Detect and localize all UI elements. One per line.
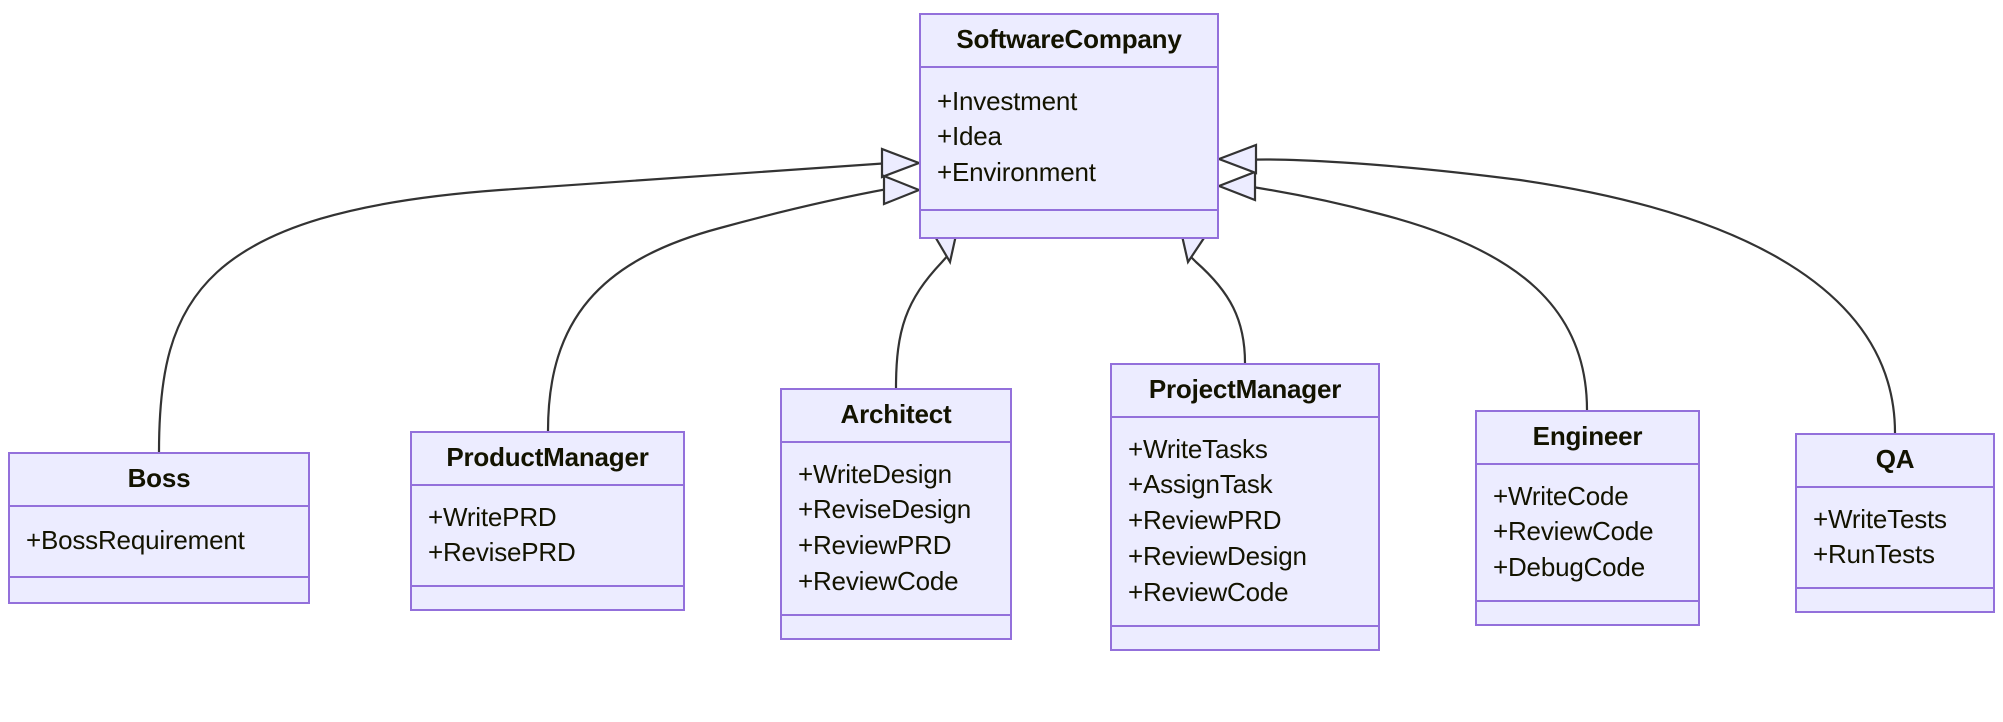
class-attributes-boss: +BossRequirement	[10, 507, 308, 579]
attribute-row: +AssignTask	[1128, 469, 1273, 500]
attribute-row: +RevisePRD	[428, 537, 576, 568]
attribute-row: +Investment	[937, 85, 1078, 116]
uml-class-qa[interactable]: QA +WriteTests +RunTests	[1795, 433, 1995, 614]
class-title-projectmanager: ProjectManager	[1112, 365, 1378, 418]
uml-class-productmanager[interactable]: ProductManager +WritePRD +RevisePRD	[410, 431, 685, 612]
attribute-row: +ReviewDesign	[1128, 541, 1307, 572]
class-attributes-softwarecompany: +Investment +Idea +Environment	[921, 68, 1217, 212]
uml-class-boss[interactable]: Boss +BossRequirement	[8, 452, 310, 605]
attribute-row: +RunTests	[1813, 539, 1935, 570]
class-title-boss: Boss	[10, 454, 308, 507]
attribute-row: +WriteDesign	[798, 458, 952, 489]
class-title-architect: Architect	[782, 390, 1010, 443]
edge-projectmanager-to-softwarecompany	[1186, 252, 1247, 365]
class-methods-engineer	[1477, 602, 1698, 624]
class-methods-boss	[10, 578, 308, 602]
arrowhead-generalization-boss	[880, 147, 923, 179]
attribute-row: +ReviewCode	[798, 566, 959, 597]
class-attributes-productmanager: +WritePRD +RevisePRD	[412, 486, 683, 588]
uml-class-projectmanager[interactable]: ProjectManager +WriteTasks +AssignTask +…	[1110, 363, 1380, 651]
class-title-softwarecompany: SoftwareCompany	[921, 15, 1217, 68]
class-title-qa: QA	[1797, 435, 1993, 488]
uml-class-architect[interactable]: Architect +WriteDesign +ReviseDesign +Re…	[780, 388, 1012, 641]
uml-class-softwarecompany[interactable]: SoftwareCompany +Investment +Idea +Envir…	[919, 13, 1219, 240]
attribute-row: +ReviewPRD	[798, 530, 952, 561]
attribute-row: +BossRequirement	[26, 524, 245, 555]
attribute-row: +DebugCode	[1493, 552, 1645, 583]
class-attributes-engineer: +WriteCode +ReviewCode +DebugCode	[1477, 465, 1698, 603]
class-methods-projectmanager	[1112, 627, 1378, 649]
attribute-row: +Idea	[937, 121, 1002, 152]
class-methods-productmanager	[412, 587, 683, 609]
class-title-productmanager: ProductManager	[412, 433, 683, 486]
attribute-row: +WriteTasks	[1128, 433, 1268, 464]
uml-class-engineer[interactable]: Engineer +WriteCode +ReviewCode +DebugCo…	[1475, 410, 1700, 627]
class-attributes-projectmanager: +WriteTasks +AssignTask +ReviewPRD +Revi…	[1112, 418, 1378, 627]
class-methods-qa	[1797, 589, 1993, 611]
attribute-row: +WriteTests	[1813, 503, 1947, 534]
arrowhead-generalization-productmanager	[882, 174, 922, 206]
attribute-row: +WritePRD	[428, 501, 557, 532]
arrowhead-generalization-qa	[1215, 143, 1258, 175]
edge-architect-to-softwarecompany	[894, 251, 952, 390]
class-attributes-qa: +WriteTests +RunTests	[1797, 488, 1993, 590]
attribute-row: +ReviewCode	[1128, 577, 1289, 608]
attribute-row: +ReviewPRD	[1128, 505, 1282, 536]
attribute-row: +ReviseDesign	[798, 494, 971, 525]
class-attributes-architect: +WriteDesign +ReviseDesign +ReviewPRD +R…	[782, 443, 1010, 617]
class-methods-architect	[782, 616, 1010, 638]
class-title-engineer: Engineer	[1477, 412, 1698, 465]
attribute-row: +ReviewCode	[1493, 516, 1654, 547]
arrowhead-generalization-engineer	[1215, 170, 1257, 202]
class-methods-softwarecompany	[921, 211, 1217, 237]
attribute-row: +Environment	[937, 157, 1096, 188]
attribute-row: +WriteCode	[1493, 480, 1629, 511]
